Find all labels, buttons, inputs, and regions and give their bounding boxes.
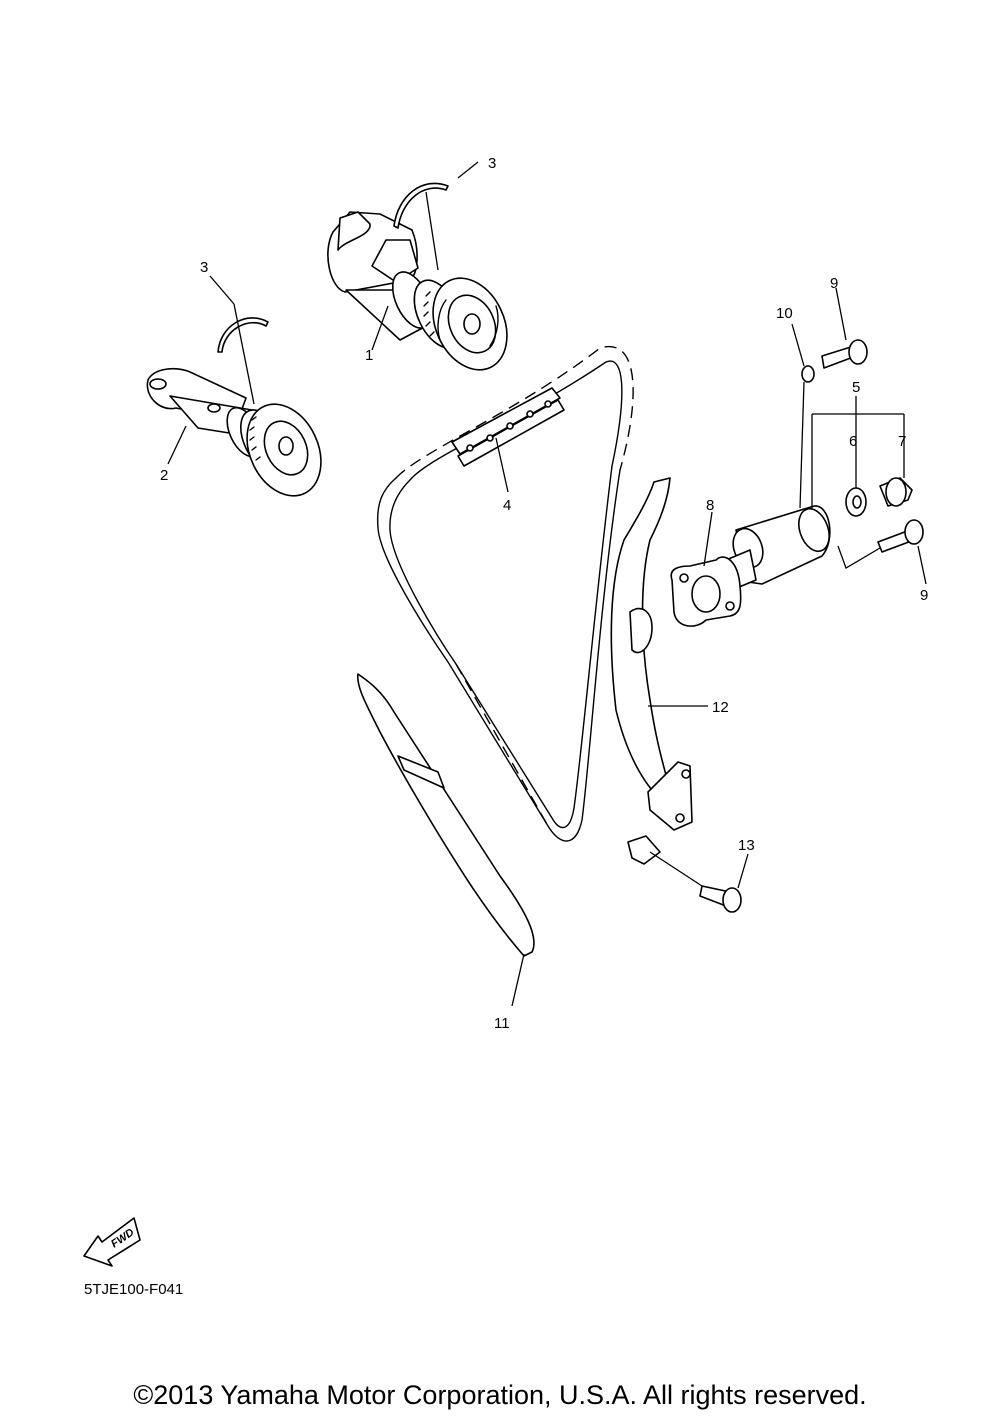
callout-8: 8 [706, 497, 714, 514]
guide-mounting-bracket [647, 761, 693, 831]
callout-5: 5 [852, 379, 860, 396]
o-ring-10 [801, 365, 815, 383]
camshaft-intake [146, 367, 322, 497]
callout-2: 2 [160, 467, 168, 484]
leader-lines [167, 161, 927, 1007]
circlip-upper [393, 182, 449, 229]
callout-1: 1 [365, 347, 373, 364]
callout-6: 6 [849, 433, 857, 450]
callout-13: 13 [738, 837, 755, 854]
callout-12: 12 [712, 699, 729, 716]
camshaft-exhaust [327, 211, 508, 371]
circlip-lower [217, 317, 269, 353]
callout-10: 10 [776, 305, 793, 322]
callout-7: 7 [898, 433, 906, 450]
bolt-13 [699, 885, 742, 913]
timing-chain-guide-stationary [356, 673, 535, 957]
timing-chain-links [451, 387, 565, 467]
callout-3-upper: 3 [488, 155, 496, 172]
callout-3-lower: 3 [200, 259, 208, 276]
bolt-9-lower [877, 519, 924, 553]
copyright-notice: ©2013 Yamaha Motor Corporation, U.S.A. A… [133, 1380, 867, 1410]
callout-9-upper: 9 [830, 275, 838, 292]
diagram-code: 5TJE100-F041 [84, 1281, 184, 1298]
cap-bolt-7 [879, 477, 913, 507]
callout-9-lower: 9 [920, 587, 928, 604]
bolt-9-upper [821, 339, 868, 369]
gasket-hole [691, 575, 721, 613]
callout-4: 4 [503, 497, 511, 514]
callout-11: 11 [494, 1015, 510, 1032]
fwd-arrow-icon: FWD [83, 1217, 141, 1267]
timing-chain [376, 345, 634, 842]
washer-6 [845, 487, 867, 517]
